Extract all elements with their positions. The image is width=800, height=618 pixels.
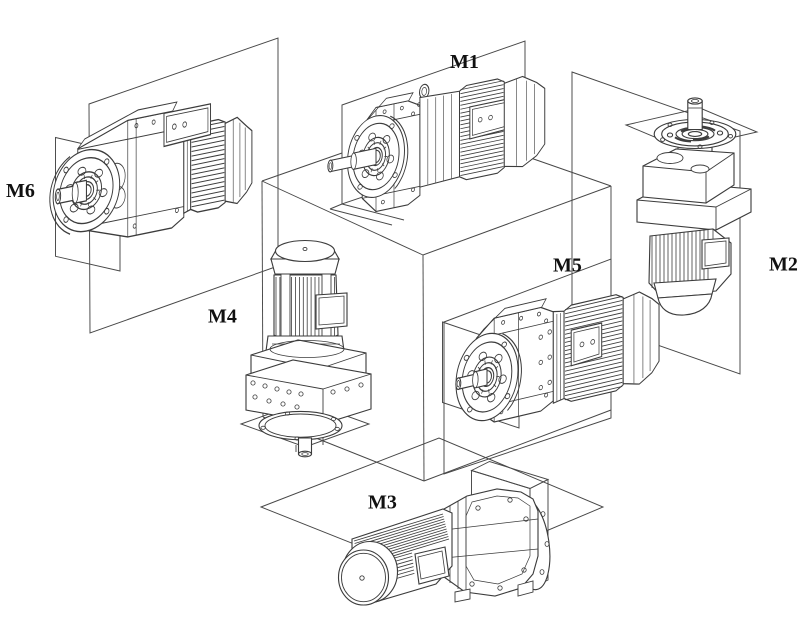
- svg-text:M4: M4: [208, 306, 237, 328]
- svg-text:M2: M2: [769, 254, 798, 276]
- svg-text:M5: M5: [553, 255, 582, 277]
- svg-text:M3: M3: [368, 492, 397, 514]
- svg-text:M6: M6: [6, 180, 35, 202]
- svg-text:M1: M1: [450, 51, 479, 73]
